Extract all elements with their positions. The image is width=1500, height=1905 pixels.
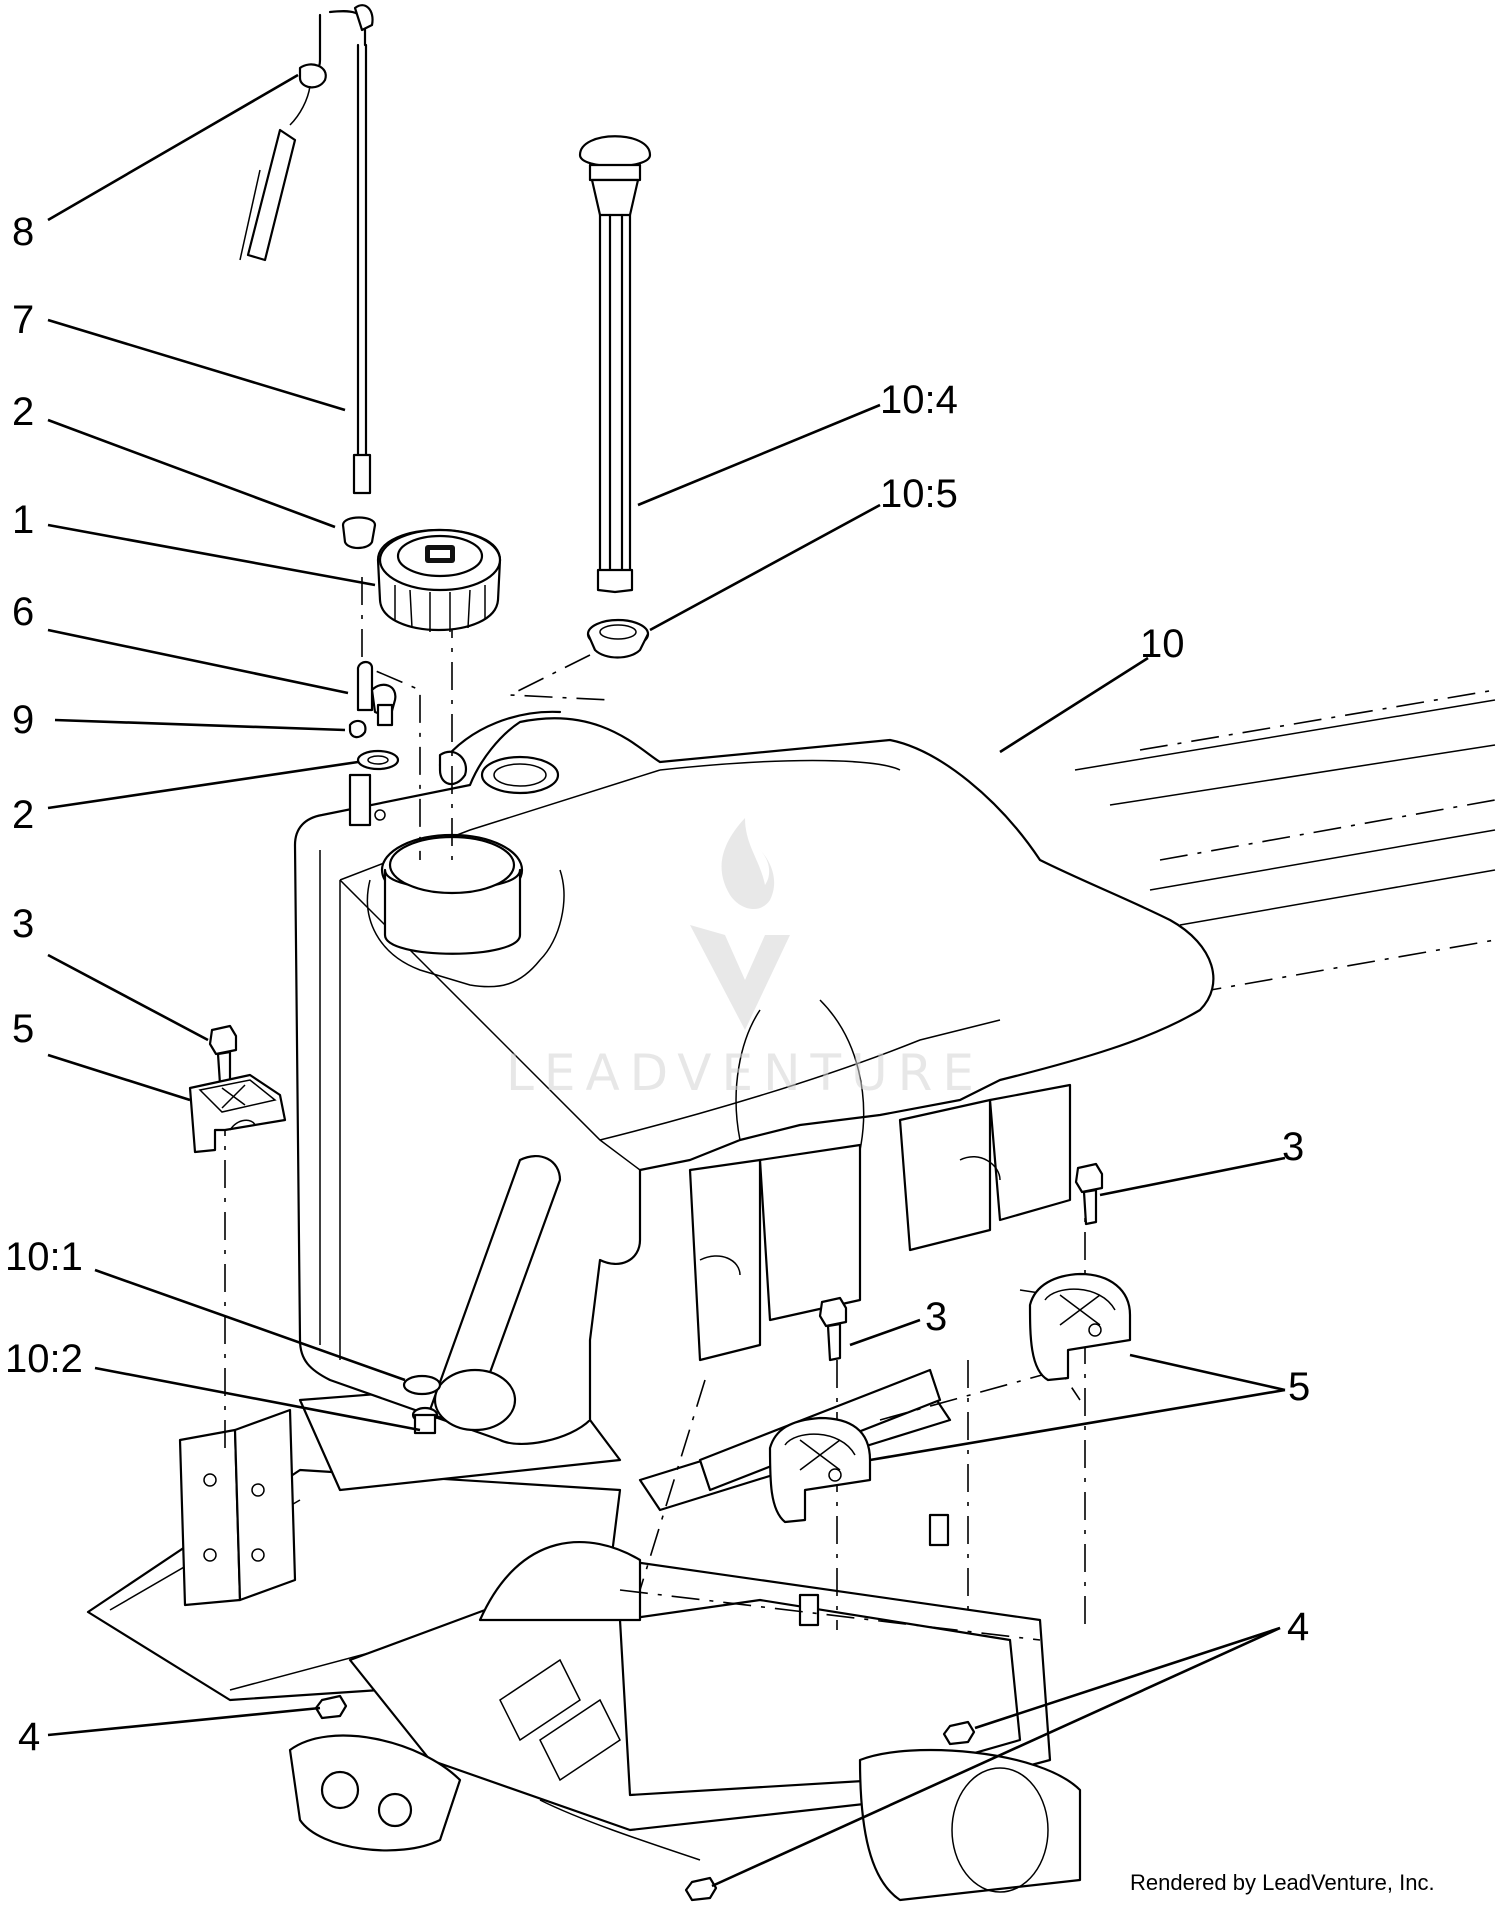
mower-frame xyxy=(86,689,1496,1902)
bolt-left xyxy=(208,1024,238,1086)
callout-7: 7 xyxy=(12,298,34,342)
callout-5-right: 5 xyxy=(1288,1365,1310,1409)
bolt-middle xyxy=(818,1296,848,1362)
mount-block-middle xyxy=(768,1416,872,1524)
render-credit: Rendered by LeadVenture, Inc. xyxy=(1130,1870,1435,1895)
callout-labels: 8 7 2 1 6 9 2 3 5 10:1 10:2 4 10:4 10:5 … xyxy=(5,210,1310,1759)
callout-2-lower: 2 xyxy=(12,793,34,837)
leadventure-watermark: LEADVENTURE xyxy=(506,818,984,1102)
callout-8: 8 xyxy=(12,210,34,254)
watermark-text: LEADVENTURE xyxy=(506,1044,984,1102)
callout-5-left: 5 xyxy=(12,1007,34,1051)
nut-middle xyxy=(942,1720,976,1746)
callout-2-upper: 2 xyxy=(12,390,34,434)
small-parts xyxy=(188,4,1132,1902)
callout-10-4: 10:4 xyxy=(880,378,958,422)
callout-10-1: 10:1 xyxy=(5,1235,83,1279)
nut-bottom xyxy=(684,1876,718,1902)
callout-10: 10 xyxy=(1140,622,1185,666)
fuel-cap xyxy=(376,528,502,632)
callout-6: 6 xyxy=(12,590,34,634)
callout-3-middle: 3 xyxy=(925,1295,947,1339)
nut-left xyxy=(314,1694,348,1720)
fuel-tank xyxy=(293,710,1215,1446)
callout-10-2: 10:2 xyxy=(5,1337,83,1381)
callout-3-right: 3 xyxy=(1282,1125,1304,1169)
fuel-sender xyxy=(578,135,652,594)
callout-4-right: 4 xyxy=(1287,1605,1309,1649)
bolt-right xyxy=(1074,1162,1104,1226)
callout-3-left: 3 xyxy=(12,902,34,946)
mount-block-left xyxy=(188,1073,287,1154)
mount-block-right xyxy=(1028,1272,1132,1382)
callout-1: 1 xyxy=(12,498,34,542)
leader-lines xyxy=(47,73,1286,1888)
callout-10-5: 10:5 xyxy=(880,472,958,516)
callout-9: 9 xyxy=(12,698,34,742)
callout-4-left: 4 xyxy=(18,1715,40,1759)
